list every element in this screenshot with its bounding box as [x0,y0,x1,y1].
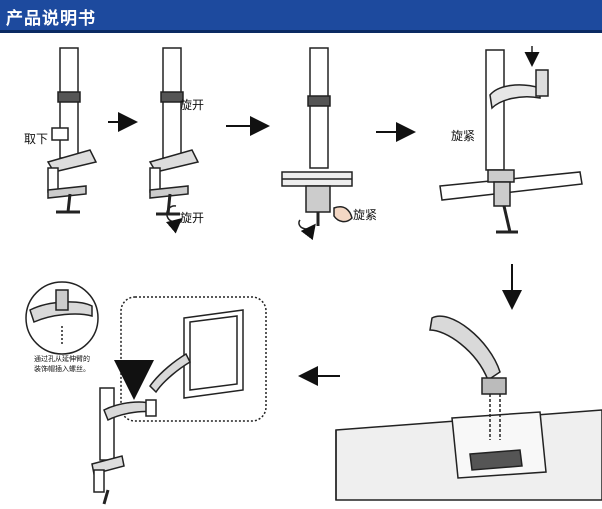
step4-arm-attached [439,46,583,234]
step3-pole-on-desk [281,47,353,241]
step2-pole-assembly [148,47,200,234]
label-remove: 取下 [24,132,49,146]
step1-pole-assembly [46,47,98,214]
label-unscrew-top: 旋开 [180,98,205,112]
screw-note-line2: 装饰帽插入螺丝。 [34,365,90,373]
step6-final-assembly [25,281,267,505]
header-banner: 产品说明书 [0,0,602,33]
screw-note-line1: 通过孔从延伸臂的 [34,355,90,363]
label-unscrew-bottom: 旋开 [180,211,205,225]
page-title: 产品说明书 [6,9,96,29]
step5-monitor-mounting [335,315,602,501]
label-tighten-clamp: 旋紧 [353,208,378,222]
label-tighten-arm: 旋紧 [451,129,476,143]
flow-arrows [108,112,522,386]
